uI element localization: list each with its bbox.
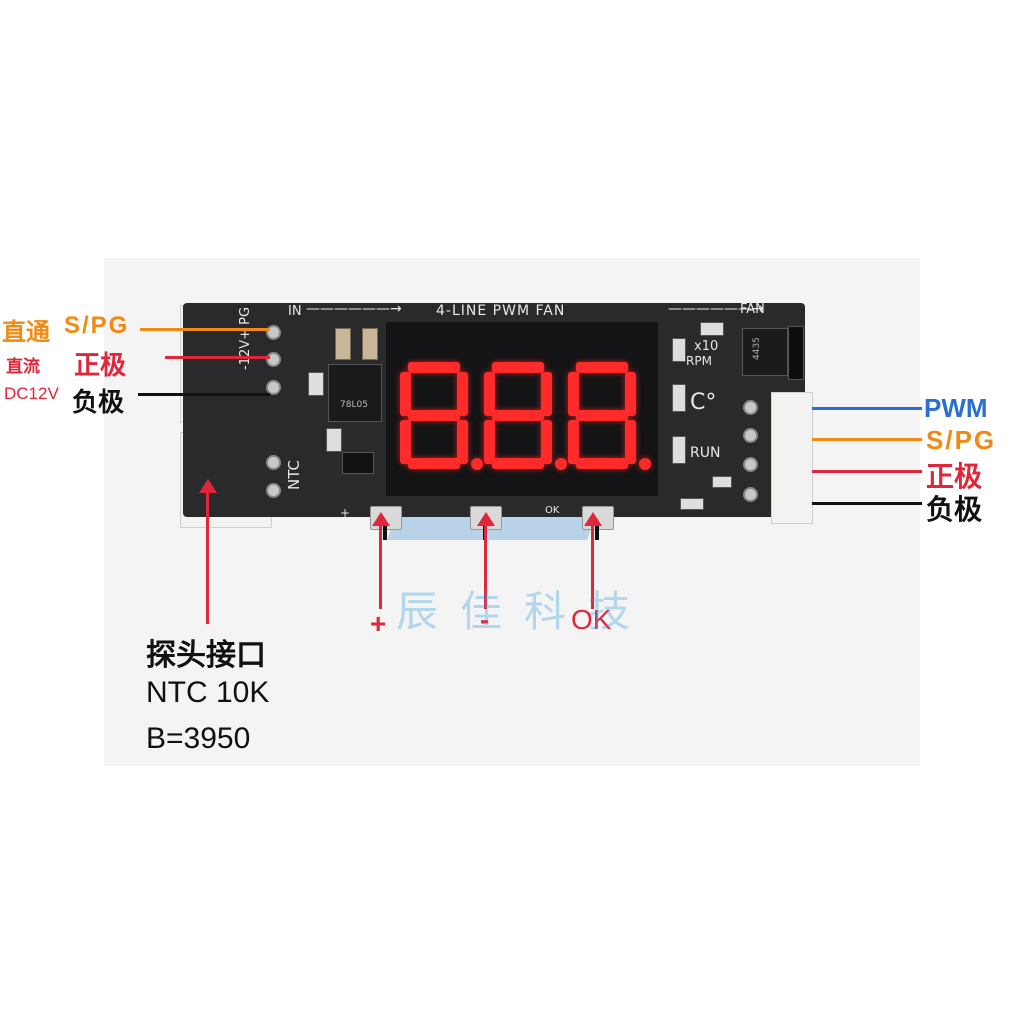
silk-ok: OK bbox=[545, 505, 560, 516]
wire-pwm-out bbox=[812, 407, 922, 410]
label-direct: 直通 bbox=[2, 319, 50, 346]
mosfet-component bbox=[328, 364, 382, 422]
wire-negative-out bbox=[812, 502, 922, 505]
label-spg-in: S/PG bbox=[64, 312, 130, 339]
smd-resistor-8 bbox=[680, 498, 704, 510]
smd-resistor-3 bbox=[672, 338, 686, 362]
silk-regulator-label: 78L05 bbox=[340, 400, 368, 410]
silk-celsius-label: C° bbox=[690, 390, 717, 415]
pin-ntc-1 bbox=[266, 455, 281, 470]
label-spg-out: S/PG bbox=[926, 425, 997, 455]
label-positive-in: 正极 bbox=[74, 350, 127, 380]
ok-arrow-line bbox=[591, 525, 594, 609]
label-positive-out: 正极 bbox=[926, 461, 983, 492]
silk-rpm-label: RPM bbox=[686, 354, 712, 368]
wire-spg-in bbox=[140, 328, 270, 331]
wire-positive-in bbox=[165, 356, 270, 359]
silk-fan-arrow: ——————→ bbox=[668, 301, 764, 317]
watermark-text: 辰佳科技 bbox=[396, 587, 653, 636]
label-negative-out: 负极 bbox=[926, 494, 983, 525]
smd-transistor bbox=[342, 452, 374, 474]
silk-fan-label: FAN bbox=[740, 302, 765, 317]
silk-run-label: RUN bbox=[690, 445, 721, 461]
wire-positive-out bbox=[812, 470, 922, 473]
smd-resistor-1 bbox=[308, 372, 324, 396]
plus-button-stem bbox=[383, 526, 387, 540]
label-dc: 直流 bbox=[6, 357, 40, 376]
silk-pg-label: -12V+ PG bbox=[238, 306, 253, 370]
smd-resistor-5 bbox=[672, 436, 686, 464]
pin-pwm bbox=[743, 400, 758, 415]
pin-negative-out bbox=[743, 487, 758, 502]
pin-ntc-2 bbox=[266, 483, 281, 498]
label-ok: OK bbox=[571, 604, 612, 635]
ok-button-stem bbox=[595, 526, 599, 540]
pin-negative-in bbox=[266, 380, 281, 395]
smd-resistor-6 bbox=[700, 322, 724, 336]
smd-resistor-2 bbox=[326, 428, 342, 452]
pin-positive-in bbox=[266, 352, 281, 367]
silk-in-label: IN bbox=[288, 304, 302, 319]
wire-spg-out bbox=[812, 438, 922, 441]
label-pwm: PWM bbox=[924, 393, 988, 423]
label-minus: - bbox=[480, 604, 490, 635]
minus-arrow-head bbox=[477, 512, 495, 526]
label-dc12v: DC12V bbox=[4, 384, 59, 403]
silk-plus: + bbox=[340, 506, 351, 520]
probe-label-ntc: NTC 10K bbox=[146, 676, 270, 709]
silk-chip-label: 4435 bbox=[752, 337, 762, 360]
wire-negative-in bbox=[138, 393, 270, 396]
plus-arrow-line bbox=[379, 525, 382, 609]
controller-chip bbox=[742, 328, 788, 376]
ok-arrow-head bbox=[584, 512, 602, 526]
smd-resistor-7 bbox=[712, 476, 732, 488]
smd-resistor-4 bbox=[672, 384, 686, 412]
label-plus: + bbox=[370, 608, 387, 639]
pin-spg-out bbox=[743, 428, 758, 443]
probe-label-interface: 探头接口 bbox=[146, 639, 266, 672]
plus-arrow-head bbox=[372, 512, 390, 526]
probe-arrow-head bbox=[199, 479, 217, 493]
label-negative-in: 负极 bbox=[72, 387, 125, 417]
capacitor-1 bbox=[335, 328, 351, 360]
seven-segment-display bbox=[386, 322, 658, 496]
silk-in-arrow: ——————→ bbox=[306, 301, 402, 317]
minus-arrow-line bbox=[484, 525, 487, 609]
silk-ntc-label: NTC bbox=[285, 460, 303, 490]
header-pins-block bbox=[788, 326, 804, 380]
silk-header-text: 4-LINE PWM FAN bbox=[436, 303, 566, 319]
probe-arrow-line bbox=[206, 492, 209, 624]
capacitor-2 bbox=[362, 328, 378, 360]
pin-positive-out bbox=[743, 457, 758, 472]
silk-x10-label: x10 bbox=[694, 339, 719, 354]
probe-label-b-value: B=3950 bbox=[146, 722, 251, 755]
fan-connector bbox=[771, 392, 813, 524]
